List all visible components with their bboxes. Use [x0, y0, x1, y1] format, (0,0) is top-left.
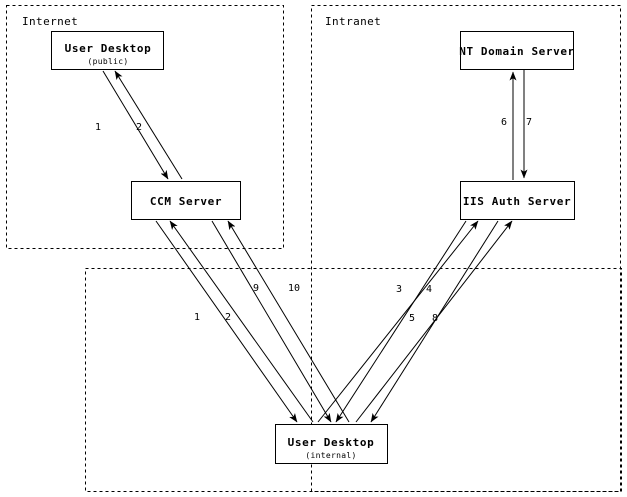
node-iis-auth-server-box[interactable]	[460, 181, 575, 220]
flow-label-3: 3	[396, 284, 402, 295]
flow-labels-group: 1 2 1 2 3 4 5 8 6 7 9 10	[95, 117, 532, 324]
zone-label-intranet: Intranet	[325, 15, 381, 28]
node-ccm-server-box[interactable]	[131, 181, 241, 220]
flow-label-7: 7	[526, 117, 532, 128]
node-nt-domain-server-title: NT Domain Server	[459, 45, 575, 58]
flow-line-4	[317, 220, 479, 423]
flow-label-2-internal: 2	[225, 312, 231, 323]
zone-intranet-boundary	[311, 5, 621, 492]
flow-label-1-internal: 1	[194, 312, 200, 323]
flow-label-2-public: 2	[136, 122, 142, 133]
node-user-desktop-internal-subtitle: (internal)	[305, 451, 356, 460]
flow-line-9	[211, 220, 332, 423]
flow-label-4: 4	[426, 284, 432, 295]
node-iis-auth-server-title: IIS Auth Server	[463, 195, 571, 208]
zone-internal-boundary	[85, 268, 622, 492]
node-iis-auth-server[interactable]: IIS Auth Server	[460, 181, 575, 220]
node-user-desktop-public-title: User Desktop	[65, 42, 152, 55]
flow-label-10: 10	[288, 283, 300, 294]
flow-line-2-public	[114, 70, 183, 180]
node-user-desktop-internal[interactable]: User Desktop (internal)	[275, 424, 388, 464]
node-nt-domain-server-box[interactable]	[460, 31, 574, 70]
flow-label-6: 6	[501, 117, 507, 128]
node-nt-domain-server[interactable]: NT Domain Server	[459, 31, 575, 70]
flow-line-8	[355, 220, 513, 423]
node-ccm-server[interactable]: CCM Server	[131, 181, 241, 220]
nodes-group: User Desktop (public) CCM Server NT Doma…	[51, 31, 575, 464]
flow-line-3	[335, 220, 467, 423]
node-user-desktop-internal-title: User Desktop	[288, 436, 375, 449]
node-user-desktop-internal-box[interactable]	[275, 424, 388, 464]
zone-group: Internet Intranet	[6, 5, 622, 492]
flow-lines-group	[102, 70, 528, 423]
flow-line-10	[227, 220, 350, 423]
flow-line-1-internal	[155, 220, 298, 423]
flow-label-8: 8	[432, 313, 438, 324]
node-user-desktop-public[interactable]: User Desktop (public)	[51, 31, 164, 70]
flow-label-5: 5	[409, 313, 415, 324]
flow-line-1-public	[102, 70, 169, 180]
node-user-desktop-public-box[interactable]	[51, 31, 164, 70]
node-ccm-server-title: CCM Server	[150, 195, 222, 208]
zone-label-internet: Internet	[22, 15, 78, 28]
flow-label-9: 9	[253, 283, 259, 294]
zone-internet-boundary	[6, 5, 284, 249]
node-user-desktop-public-subtitle: (public)	[88, 57, 129, 66]
flow-line-2-internal	[169, 220, 314, 423]
flow-label-1-public: 1	[95, 122, 101, 133]
